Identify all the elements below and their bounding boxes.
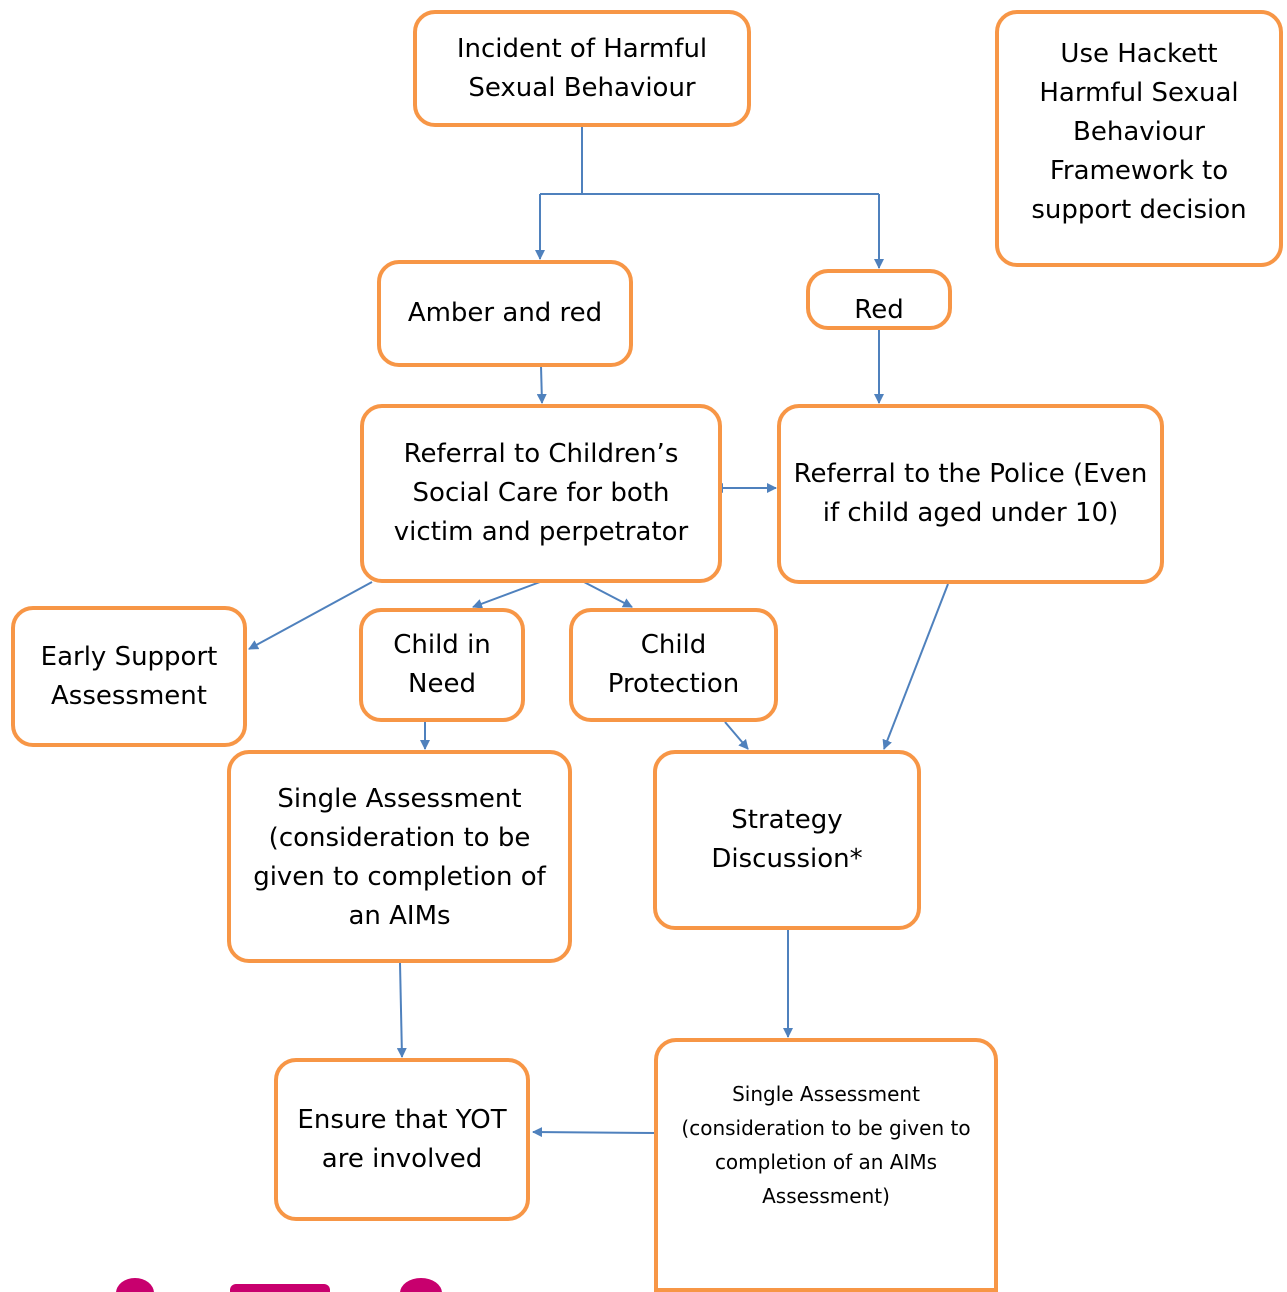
node-ensure-yot-involved-label: Ensure that YOT are involved: [297, 1104, 507, 1174]
node-single-assessment-cin-label: Single Assessment (consideration to be g…: [253, 784, 546, 931]
node-single-assessment-cp: Single Assessment (consideration to be g…: [654, 1038, 998, 1292]
logo-partial: [110, 1278, 450, 1292]
node-child-protection: Child Protection: [569, 608, 778, 722]
logo-blob-left: [116, 1278, 154, 1292]
node-hackett-framework: Use Hackett Harmful Sexual Behaviour Fra…: [995, 10, 1283, 267]
node-strategy-discussion: Strategy Discussion*: [653, 750, 921, 930]
node-single-assessment-cin: Single Assessment (consideration to be g…: [227, 750, 572, 963]
node-amber-and-red: Amber and red: [377, 260, 633, 367]
node-amber-and-red-label: Amber and red: [407, 298, 603, 328]
node-referral-childrens-social-care-label: Referral to Children’s Social Care for b…: [393, 439, 689, 547]
node-incident: Incident of Harmful Sexual Behaviour: [413, 10, 751, 127]
node-strategy-discussion-label: Strategy Discussion*: [711, 805, 863, 874]
node-single-assessment-cp-label: Single Assessment (consideration to be g…: [681, 1082, 971, 1208]
node-ensure-yot-involved: Ensure that YOT are involved: [274, 1058, 530, 1221]
node-referral-police-label: Referral to the Police (Even if child ag…: [793, 459, 1148, 528]
node-early-support-assessment: Early Support Assessment: [11, 606, 247, 747]
node-red-label: Red: [854, 295, 904, 324]
node-child-protection-label: Child Protection: [607, 630, 740, 699]
node-referral-childrens-social-care: Referral to Children’s Social Care for b…: [360, 404, 722, 583]
arrow-police-to-strategy: [882, 583, 949, 750]
logo-blob-right: [400, 1278, 442, 1292]
arrow-single-assessment-to-yot: [396, 962, 407, 1058]
arrow-csc-to-child-in-need: [472, 581, 541, 609]
arrow-single-assessment-to-yot-left: [532, 1127, 657, 1138]
node-incident-label: Incident of Harmful Sexual Behaviour: [456, 33, 708, 103]
node-child-in-need-label: Child in Need: [393, 630, 491, 699]
node-child-in-need: Child in Need: [359, 608, 525, 722]
node-red: Red: [806, 269, 952, 330]
node-early-support-assessment-label: Early Support Assessment: [40, 641, 218, 711]
logo-blob-middle: [230, 1284, 330, 1292]
arrow-csc-to-early-support: [248, 581, 373, 650]
node-hackett-framework-label: Use Hackett Harmful Sexual Behaviour Fra…: [1031, 39, 1247, 225]
node-referral-police: Referral to the Police (Even if child ag…: [777, 404, 1164, 584]
arrow-cp-to-strategy: [724, 721, 749, 750]
arrow-csc-to-child-protection: [583, 581, 633, 608]
arrow-amber-red-to-csc: [536, 365, 547, 404]
